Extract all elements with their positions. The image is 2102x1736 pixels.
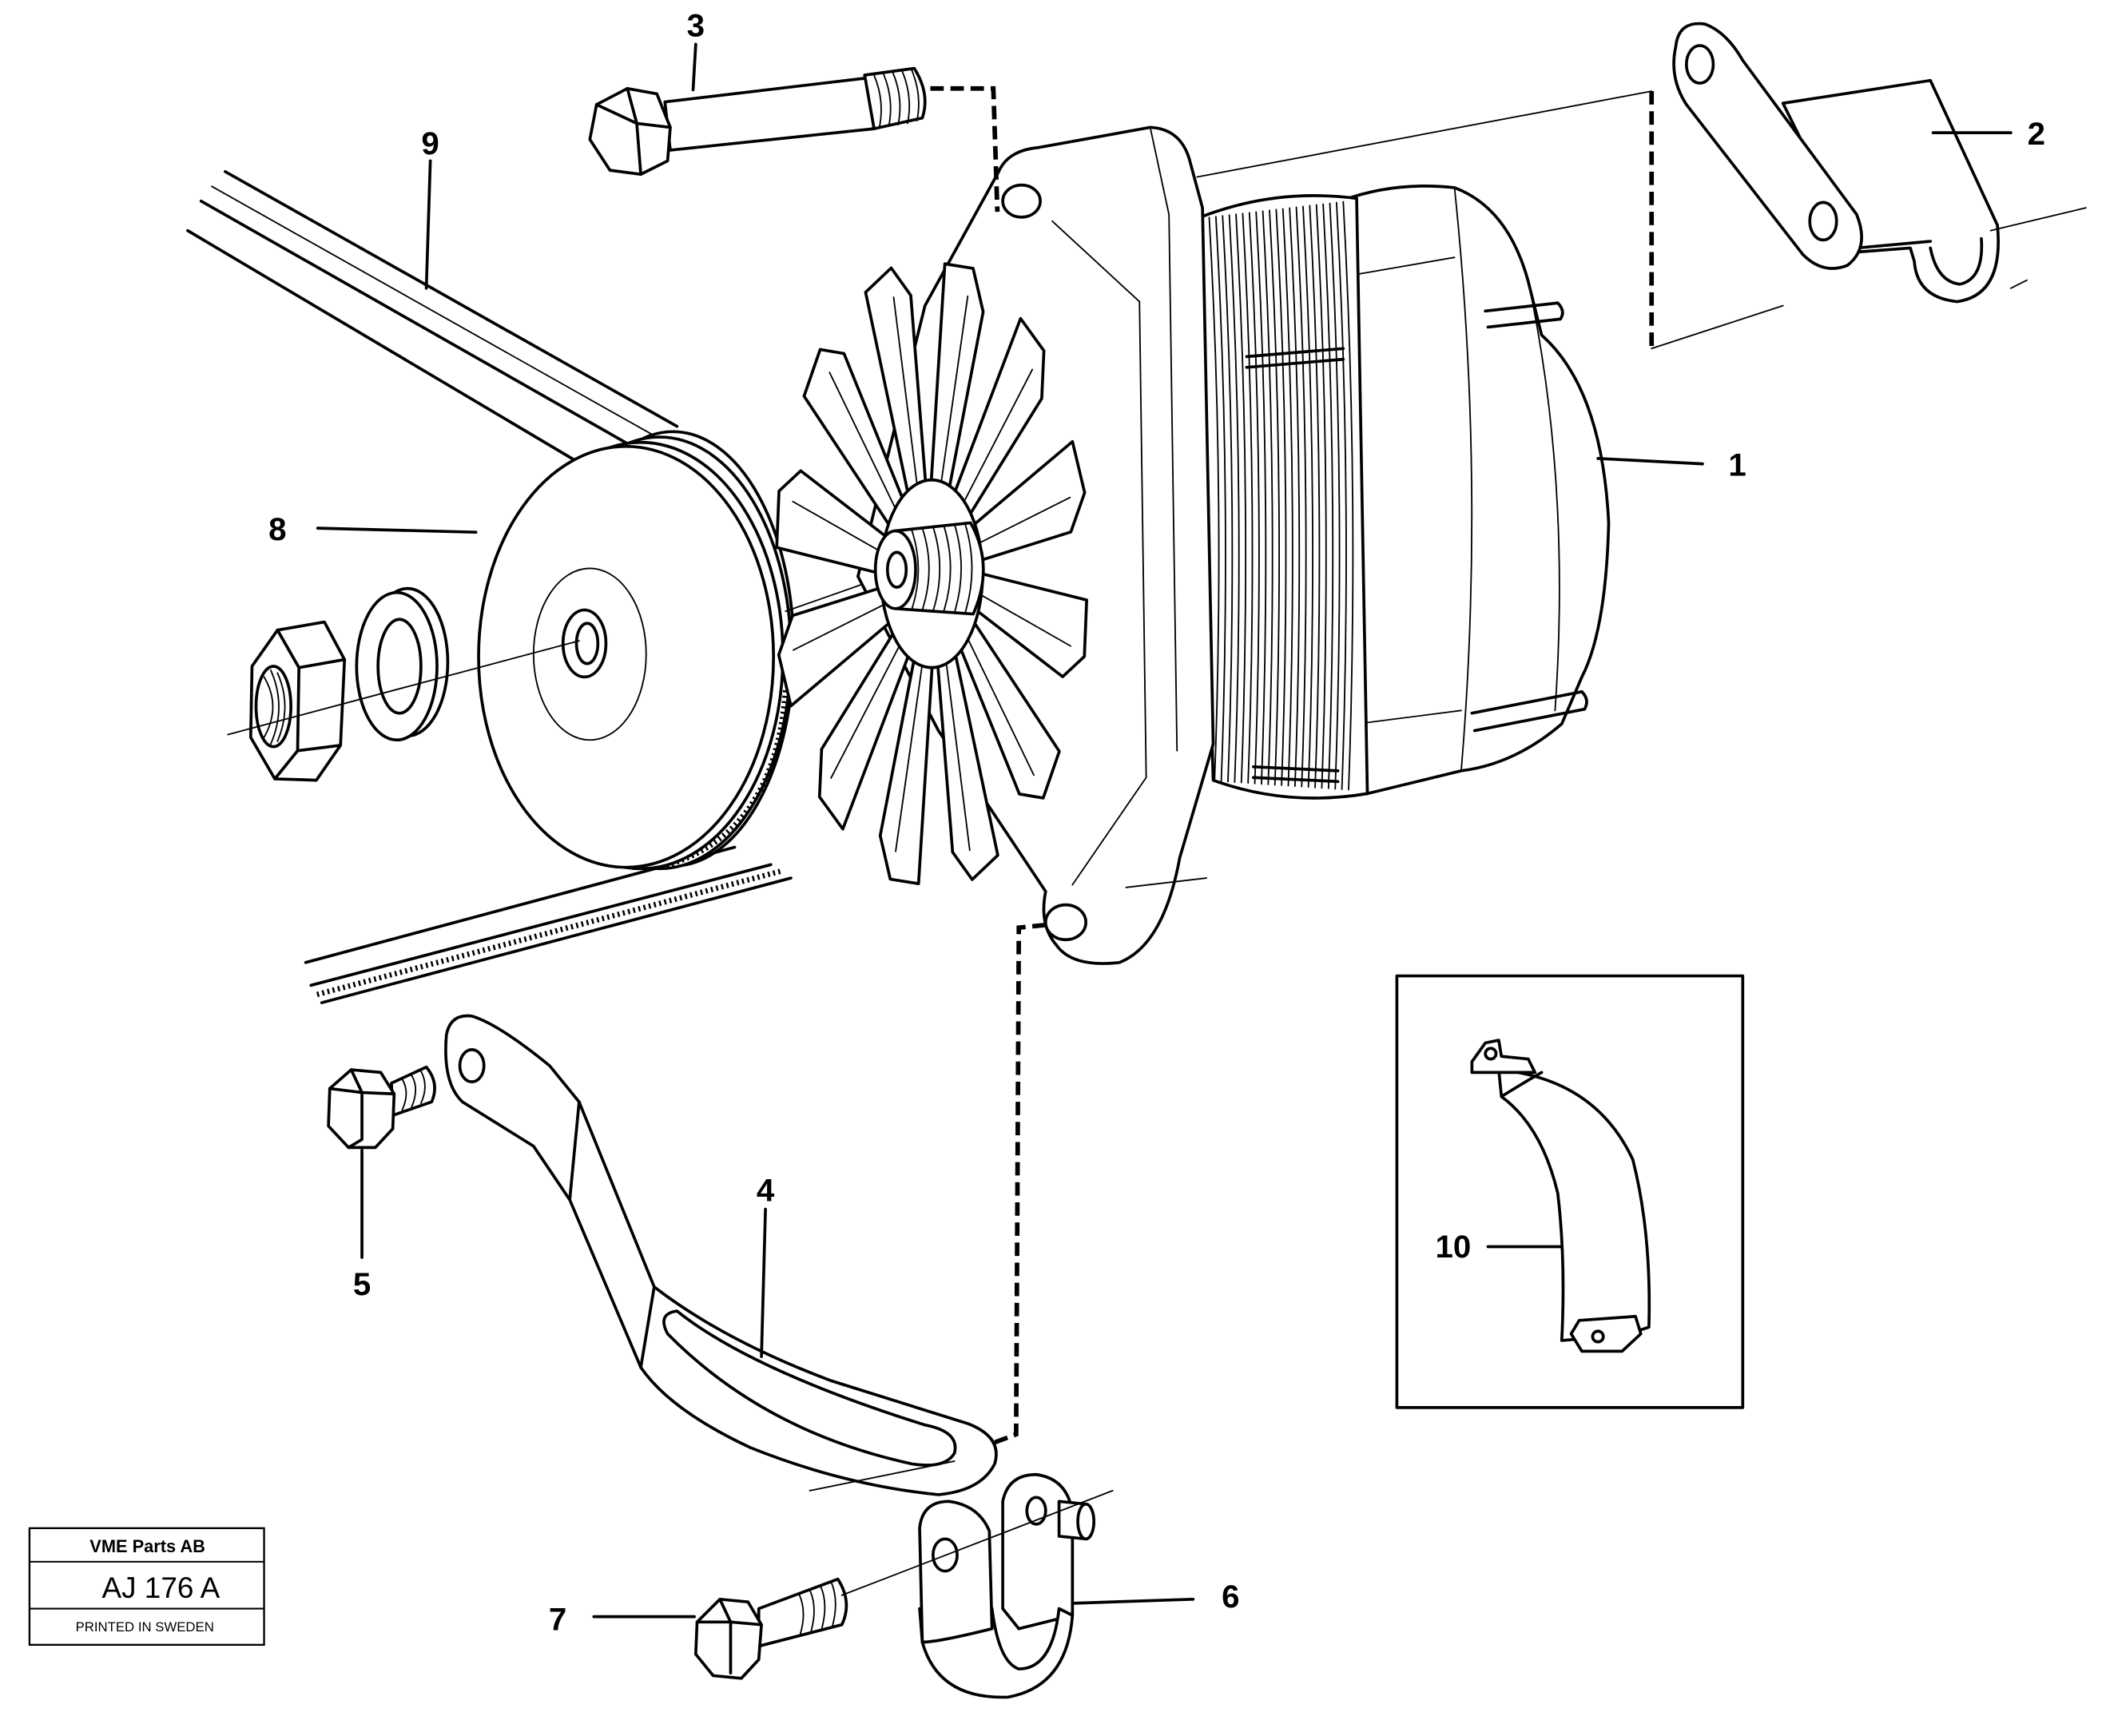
fan-blade-fold [895, 652, 925, 852]
fan-blade-fold [970, 588, 1071, 647]
u-clip-back-hole [1025, 1496, 1047, 1526]
alternator-stator-windings [1208, 201, 1354, 791]
alternator-terminal-stud-bottom [1470, 690, 1588, 733]
title-block-print-note: PRINTED IN SWEDEN [76, 1619, 214, 1635]
clip-bolt-centerline [840, 1489, 1114, 1596]
alternator-pivot-bolt [588, 66, 927, 177]
alternator-stator [1195, 194, 1369, 800]
guide-thin-lines [809, 90, 2087, 1492]
cover-strap-bottom-tab-hole [1591, 1329, 1605, 1344]
clip-bolt-thread-lines [798, 1581, 836, 1635]
assembly-guide-lines [809, 85, 2087, 1492]
callout-5: 5 [353, 1266, 371, 1302]
fan-blade-fold [792, 500, 893, 559]
u-clip-bracket [918, 1472, 1096, 1699]
leader-line-3 [691, 42, 697, 92]
adjusting-arm-slot [662, 1309, 957, 1467]
title-block: VME Parts AB AJ 176 A PRINTED IN SWEDEN [28, 1527, 265, 1647]
clip-bolt-head [694, 1597, 763, 1680]
inset-frame [1395, 974, 1745, 1409]
alternator-rear-housing-seams [1353, 187, 1560, 772]
fan-blade-fold [957, 368, 1034, 514]
alternator-shaft-end-face [873, 529, 917, 610]
alternator-top-mounting-hole [1001, 183, 1042, 219]
callout-9: 9 [421, 125, 439, 161]
clip-bolt-head-edges [695, 1597, 763, 1674]
inset-detail-box [1395, 974, 1745, 1409]
adjusting-arm-hole [458, 1048, 486, 1083]
fan-blade-fold [938, 295, 969, 496]
upper-mounting-bracket [1672, 22, 2000, 304]
fan-blade-fold [830, 634, 907, 779]
title-block-drawing-code: AJ 176 A [101, 1571, 220, 1604]
fan-blade-fold [828, 371, 903, 522]
alternator [775, 125, 1611, 965]
alternator-terminal-stud-top [1484, 301, 1564, 329]
cover-strap-top-tab-hole [1484, 1047, 1498, 1061]
arm-bolt-head-edges [328, 1068, 396, 1150]
adjusting-arm [444, 1014, 998, 1496]
fan-blade-fold [944, 649, 971, 852]
cover-strap-bottom-tab [1569, 1314, 1643, 1353]
pulley-front-face [477, 444, 776, 869]
callouts: 1 2 3 4 5 6 7 8 9 10 [268, 7, 2045, 1637]
fan-blade-fold [968, 496, 1071, 549]
u-clip-front-plate [918, 1500, 994, 1644]
adjusting-arm-creases [568, 1100, 656, 1369]
pivot-bolt-thread [863, 66, 927, 130]
alternator-shaft-bore [885, 550, 908, 589]
alternator-tie-rods [1245, 347, 1345, 784]
title-block-company: VME Parts AB [89, 1536, 205, 1556]
pulley-washer [355, 586, 450, 742]
upper-bracket-hole-top [1684, 44, 1715, 85]
callout-1: 1 [1728, 447, 1746, 483]
callout-4: 4 [757, 1172, 775, 1208]
callout-2: 2 [2028, 116, 2045, 152]
leader-line-9 [424, 159, 432, 290]
alternator-bottom-mounting-hole [1043, 903, 1087, 942]
callout-6: 6 [1222, 1579, 1239, 1615]
belt-upper-run-inner-edge [211, 185, 655, 437]
callout-8: 8 [268, 511, 286, 547]
pivot-bolt-thread-lines [873, 69, 920, 129]
cover-strap [1497, 1068, 1651, 1342]
guide-dashed-pivot-bolt [930, 85, 1000, 213]
pulley-nut [248, 620, 347, 782]
leader-line-4 [760, 1207, 767, 1358]
upper-bracket-u-bend [1855, 236, 1984, 286]
adjusting-arm-body [444, 1014, 998, 1496]
callout-3: 3 [687, 7, 705, 43]
nut-thread-lines [263, 669, 286, 745]
leader-lines [316, 42, 2013, 1619]
pulley-hub-boss [561, 608, 608, 679]
arm-bolt-thread-lines [401, 1070, 426, 1111]
upper-bracket-folded-flange [1781, 78, 2000, 304]
fan-blade-fold [961, 626, 1035, 777]
pulley-bore [574, 622, 600, 665]
pulley [477, 430, 796, 871]
nut-edges [273, 628, 347, 781]
clip-bolt [694, 1577, 848, 1680]
belt-upper-run [186, 169, 679, 463]
upper-bracket-hole-bottom [1808, 201, 1838, 242]
u-clip-bushing-face [1076, 1502, 1096, 1541]
alternator-front-housing-edges [1051, 126, 1178, 886]
cover-strap-edge [1500, 1071, 1544, 1098]
callout-10: 10 [1435, 1229, 1471, 1265]
guide-dashed-lower-mount [994, 922, 1047, 1445]
pulley-hub-ring [532, 567, 647, 741]
leader-line-8 [316, 526, 478, 534]
fan-blade-fold [793, 598, 895, 651]
leader-line-1 [1596, 457, 1704, 466]
leader-line-6 [1071, 1597, 1195, 1605]
title-block-frame [28, 1527, 265, 1647]
pivot-bolt-head-edges [594, 86, 672, 177]
alternator-shaft-threads [911, 523, 973, 614]
callout-7: 7 [549, 1601, 566, 1637]
washer-hole [376, 618, 423, 715]
fan-blade-fold [892, 296, 920, 499]
arm-bolt [327, 1065, 436, 1150]
v-belt [186, 169, 793, 1004]
